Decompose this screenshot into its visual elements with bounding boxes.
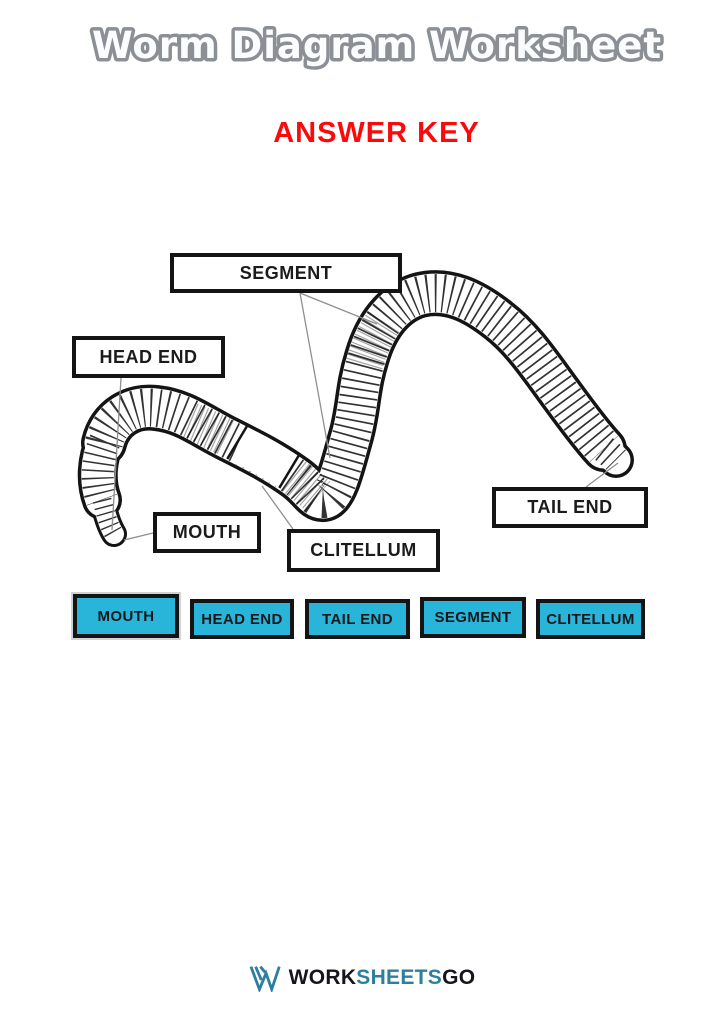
brand-sheets: SHEETS — [356, 966, 443, 989]
word-bank-tile-tail-end[interactable]: TAIL END — [305, 599, 410, 639]
brand-go: GO — [442, 966, 476, 989]
word-bank-label: HEAD END — [201, 610, 283, 628]
label-text-mouth: MOUTH — [172, 522, 242, 542]
label-box-mouth: MOUTH — [153, 512, 261, 553]
worksheet-title-text: Worm Diagram Worksheet — [92, 24, 662, 67]
worksheetsgo-wordmark: WORKSHEETSGO — [289, 966, 476, 990]
worksheet-title: Worm Diagram Worksheet — [88, 21, 664, 71]
label-text-clitellum: CLITELLUM — [310, 540, 417, 560]
word-bank-label: TAIL END — [322, 610, 393, 628]
leader-line-head-end — [111, 377, 122, 531]
label-box-clitellum: CLITELLUM — [287, 529, 440, 572]
leader-line-tail-end — [585, 462, 619, 488]
word-bank-label: MOUTH — [97, 607, 155, 625]
word-bank-label: SEGMENT — [434, 609, 512, 626]
word-bank-tile-clitellum[interactable]: CLITELLUM — [536, 599, 645, 639]
label-box-segment: SEGMENT — [170, 253, 402, 293]
leader-line-segment-lower — [299, 292, 331, 459]
label-box-tail-end: TAIL END — [492, 487, 648, 528]
worksheetsgo-logo: WORKSHEETSGO — [248, 964, 476, 992]
word-bank-tile-segment[interactable]: SEGMENT — [420, 597, 526, 638]
answer-key-heading: ANSWER KEY — [273, 117, 480, 149]
w-logo-icon — [249, 965, 281, 992]
leader-line-mouth — [123, 532, 154, 541]
word-bank-label: CLITELLUM — [546, 610, 635, 628]
label-text-tail-end: TAIL END — [527, 497, 613, 517]
word-bank-tile-mouth[interactable]: MOUTH — [73, 594, 179, 638]
worm-clitellum-band — [226, 425, 303, 491]
brand-work: WORK — [288, 966, 357, 989]
label-text-head-end: HEAD END — [99, 346, 198, 367]
label-text-segment: SEGMENT — [239, 262, 333, 283]
leader-line-clitellum — [261, 485, 294, 530]
label-box-head-end: HEAD END — [72, 336, 225, 378]
leader-line-segment-upper — [299, 292, 378, 325]
word-bank-tile-head-end[interactable]: HEAD END — [190, 599, 294, 639]
